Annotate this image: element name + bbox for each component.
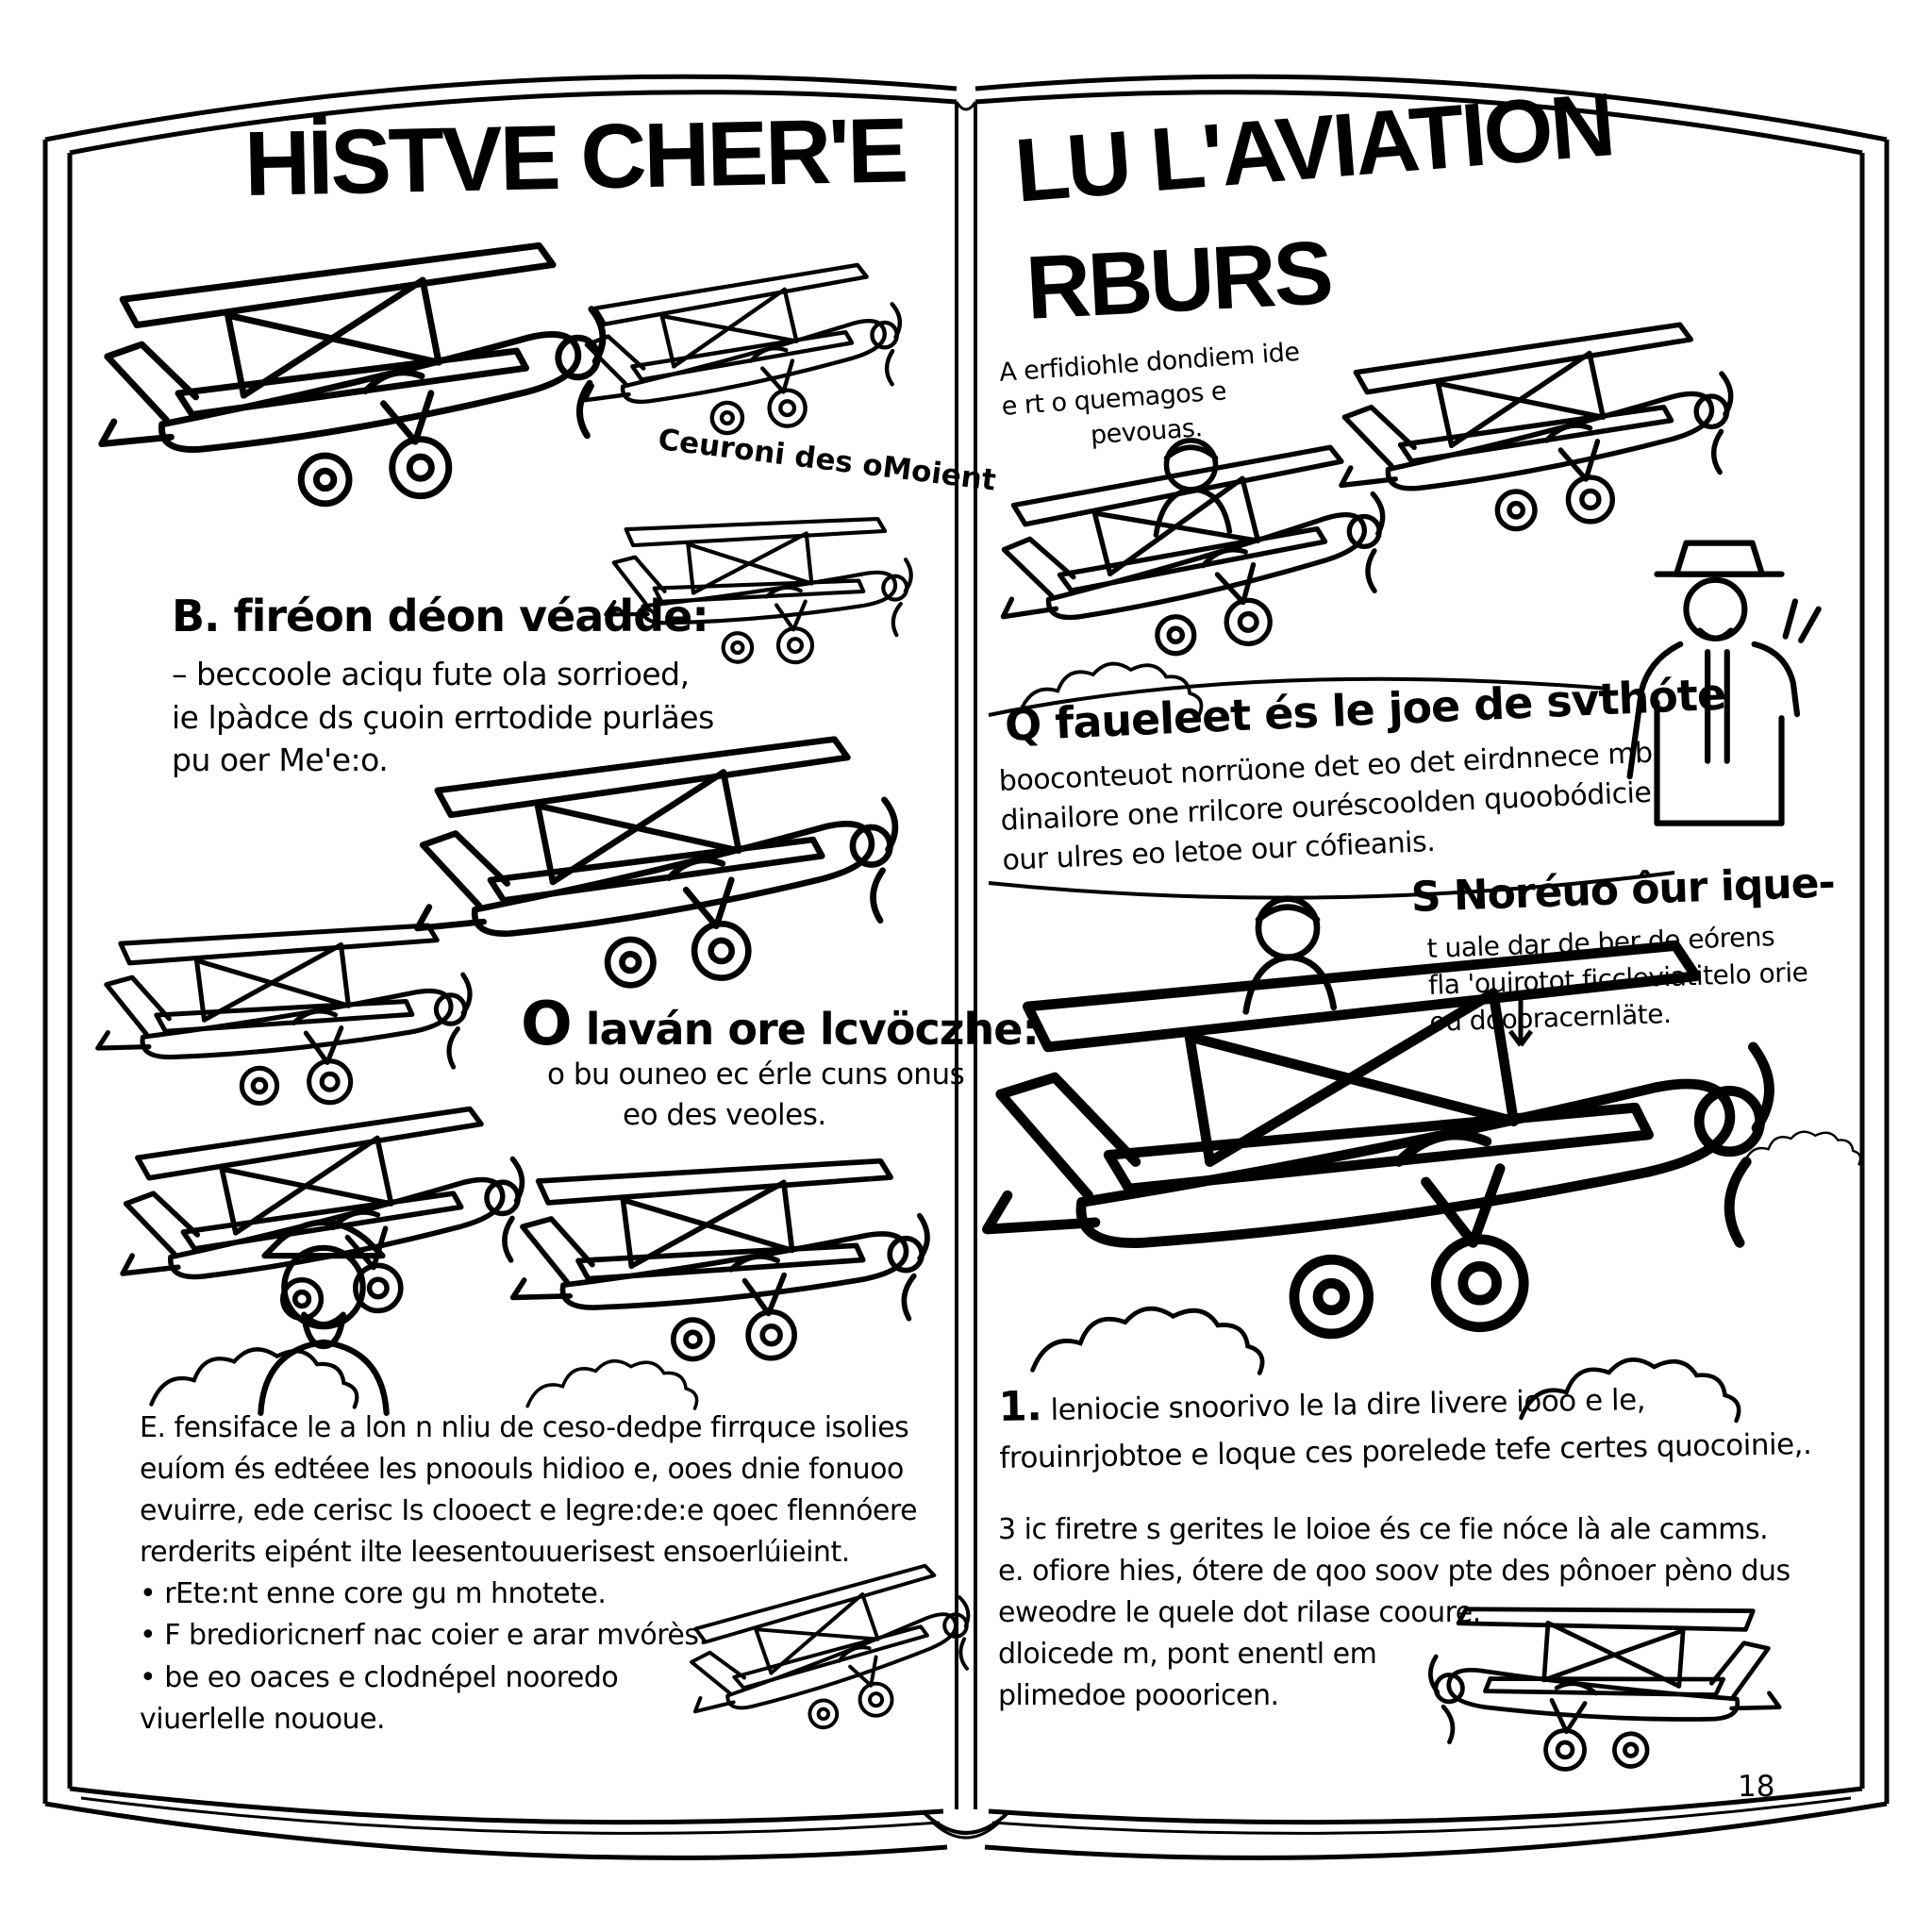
paragraph-3-line: eweodre le quele dot rilase cooure. — [998, 1596, 1481, 1630]
cloud-icon — [1033, 1308, 1263, 1373]
section-b-heading: B. firéon déon véadde: — [172, 591, 709, 641]
section-b-body: – beccoole aciqu fute ola sorrioed, ie l… — [172, 653, 714, 782]
paragraph-3-line: 3 ic firetre s gerites le loioe és ce fi… — [998, 1513, 1769, 1546]
pilot-icon — [1246, 899, 1334, 1012]
paragraph-3: 3 ic firetre s gerites le loioe és ce fi… — [998, 1509, 1790, 1717]
section-b-line: ie lpàdce ds çuoin errtodide purläes — [172, 698, 714, 736]
section-b-line: pu oer Me'e:o. — [172, 741, 389, 779]
paragraph-e-line: viuerlelle nououe. — [140, 1702, 386, 1736]
cloud-icon — [151, 1349, 357, 1407]
biplane-icon — [115, 1107, 528, 1327]
divider-arc — [988, 676, 1675, 900]
biplane-icon — [991, 443, 1392, 668]
section-b-line: – beccoole aciqu fute ola sorrioed, — [172, 656, 690, 692]
paragraph-e-bullet: • rEte:nt enne core gu m hnotete. — [140, 1577, 607, 1611]
biplane-icon — [1334, 323, 1737, 539]
left-page-title: HİSTVE CHER'E — [243, 98, 908, 215]
paragraph-3-line: e. ofiore hies, ótere de qoo soov pte de… — [998, 1555, 1790, 1589]
cloud-icon — [1742, 1130, 1862, 1166]
section-o-heading: O laván ore lcvöczhe: — [521, 989, 1040, 1059]
cloud-icon — [527, 1361, 696, 1408]
paragraph-3-line: plimedoe poooricen. — [998, 1679, 1279, 1713]
paragraph-e-line: E. fensiface le a lon n nliu de ceso-ded… — [140, 1411, 909, 1444]
right-page-title-line2: RBURS — [1024, 223, 1333, 339]
down-arrow-icon — [1507, 992, 1534, 1047]
right-intro: A erfidiohle dondiem ide e rt o quemagos… — [998, 336, 1306, 459]
biplane-icon — [604, 505, 914, 671]
paragraph-e-line: euíom és edtéee les pnoouls hidioo e, oo… — [140, 1453, 904, 1487]
paragraph-e-line: evuirre, ede cerisc Is clooect e legre:d… — [140, 1494, 918, 1528]
page-number: 18 — [1738, 1770, 1775, 1804]
biplane-icon — [511, 1148, 930, 1367]
paragraph-e-bullet: • F bredioricnerf nac coier e arar mvórè… — [140, 1619, 708, 1653]
paragraph-1: 1. leniocie snoorivo le la dire livere i… — [998, 1365, 1812, 1479]
biplane-icon — [577, 262, 908, 442]
paragraph-3-line: dloicede m, pont enentl em — [998, 1638, 1377, 1672]
biplane-icon — [95, 243, 608, 511]
biplane-icon — [96, 914, 473, 1110]
paragraph-e-line: rerderits eipént ilte leesentouuerisest … — [140, 1536, 850, 1570]
section-o-line: o bu ouneo ec érle cuns onus — [547, 1058, 965, 1091]
paragraph-e-bullet: • be eo oaces e clodnépel nooredo — [140, 1660, 619, 1694]
section-o-body: o bu ouneo ec érle cuns onus eo des veol… — [547, 1055, 965, 1137]
section-o-line: eo des veoles. — [623, 1098, 826, 1133]
paragraph-e: E. fensiface le a lon n nliu de ceso-ded… — [140, 1407, 918, 1740]
book-frame — [42, 74, 1890, 1860]
section-s-body: t uale dar de ber de eórens fla 'ouiroto… — [1426, 917, 1809, 1041]
